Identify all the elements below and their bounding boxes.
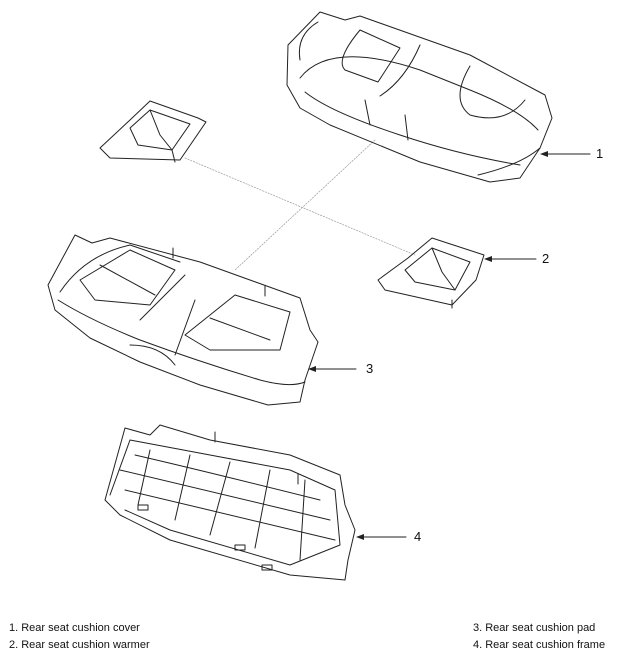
arrow-to-cover	[540, 151, 591, 157]
arrow-to-frame	[356, 534, 407, 540]
legend-left: 1. Rear seat cushion cover 2. Rear seat …	[9, 620, 150, 654]
seat-cushion-warmer-right	[377, 237, 485, 309]
callout-1: 1	[596, 146, 604, 161]
exploded-parts-diagram	[47, 11, 591, 581]
legend-item-warmer: 2. Rear seat cushion warmer	[9, 639, 150, 651]
arrow-to-warmer	[484, 256, 537, 262]
legend-right: 3. Rear seat cushion pad 4. Rear seat cu…	[473, 620, 605, 654]
callout-3: 3	[366, 361, 374, 376]
arrow-to-pad	[308, 366, 357, 372]
seat-cushion-pad	[47, 234, 319, 406]
callout-2: 2	[542, 251, 550, 266]
legend-item-pad: 3. Rear seat cushion pad	[473, 622, 596, 634]
assembly-guide-lines	[184, 139, 416, 271]
seat-cushion-cover	[286, 11, 553, 183]
leader-lines	[308, 151, 591, 540]
legend-item-cover: 1. Rear seat cushion cover	[9, 622, 140, 634]
seat-cushion-frame	[104, 424, 356, 581]
seat-cushion-warmer-left	[99, 100, 207, 163]
legend-item-frame: 4. Rear seat cushion frame	[473, 639, 606, 651]
callout-4: 4	[414, 529, 422, 544]
